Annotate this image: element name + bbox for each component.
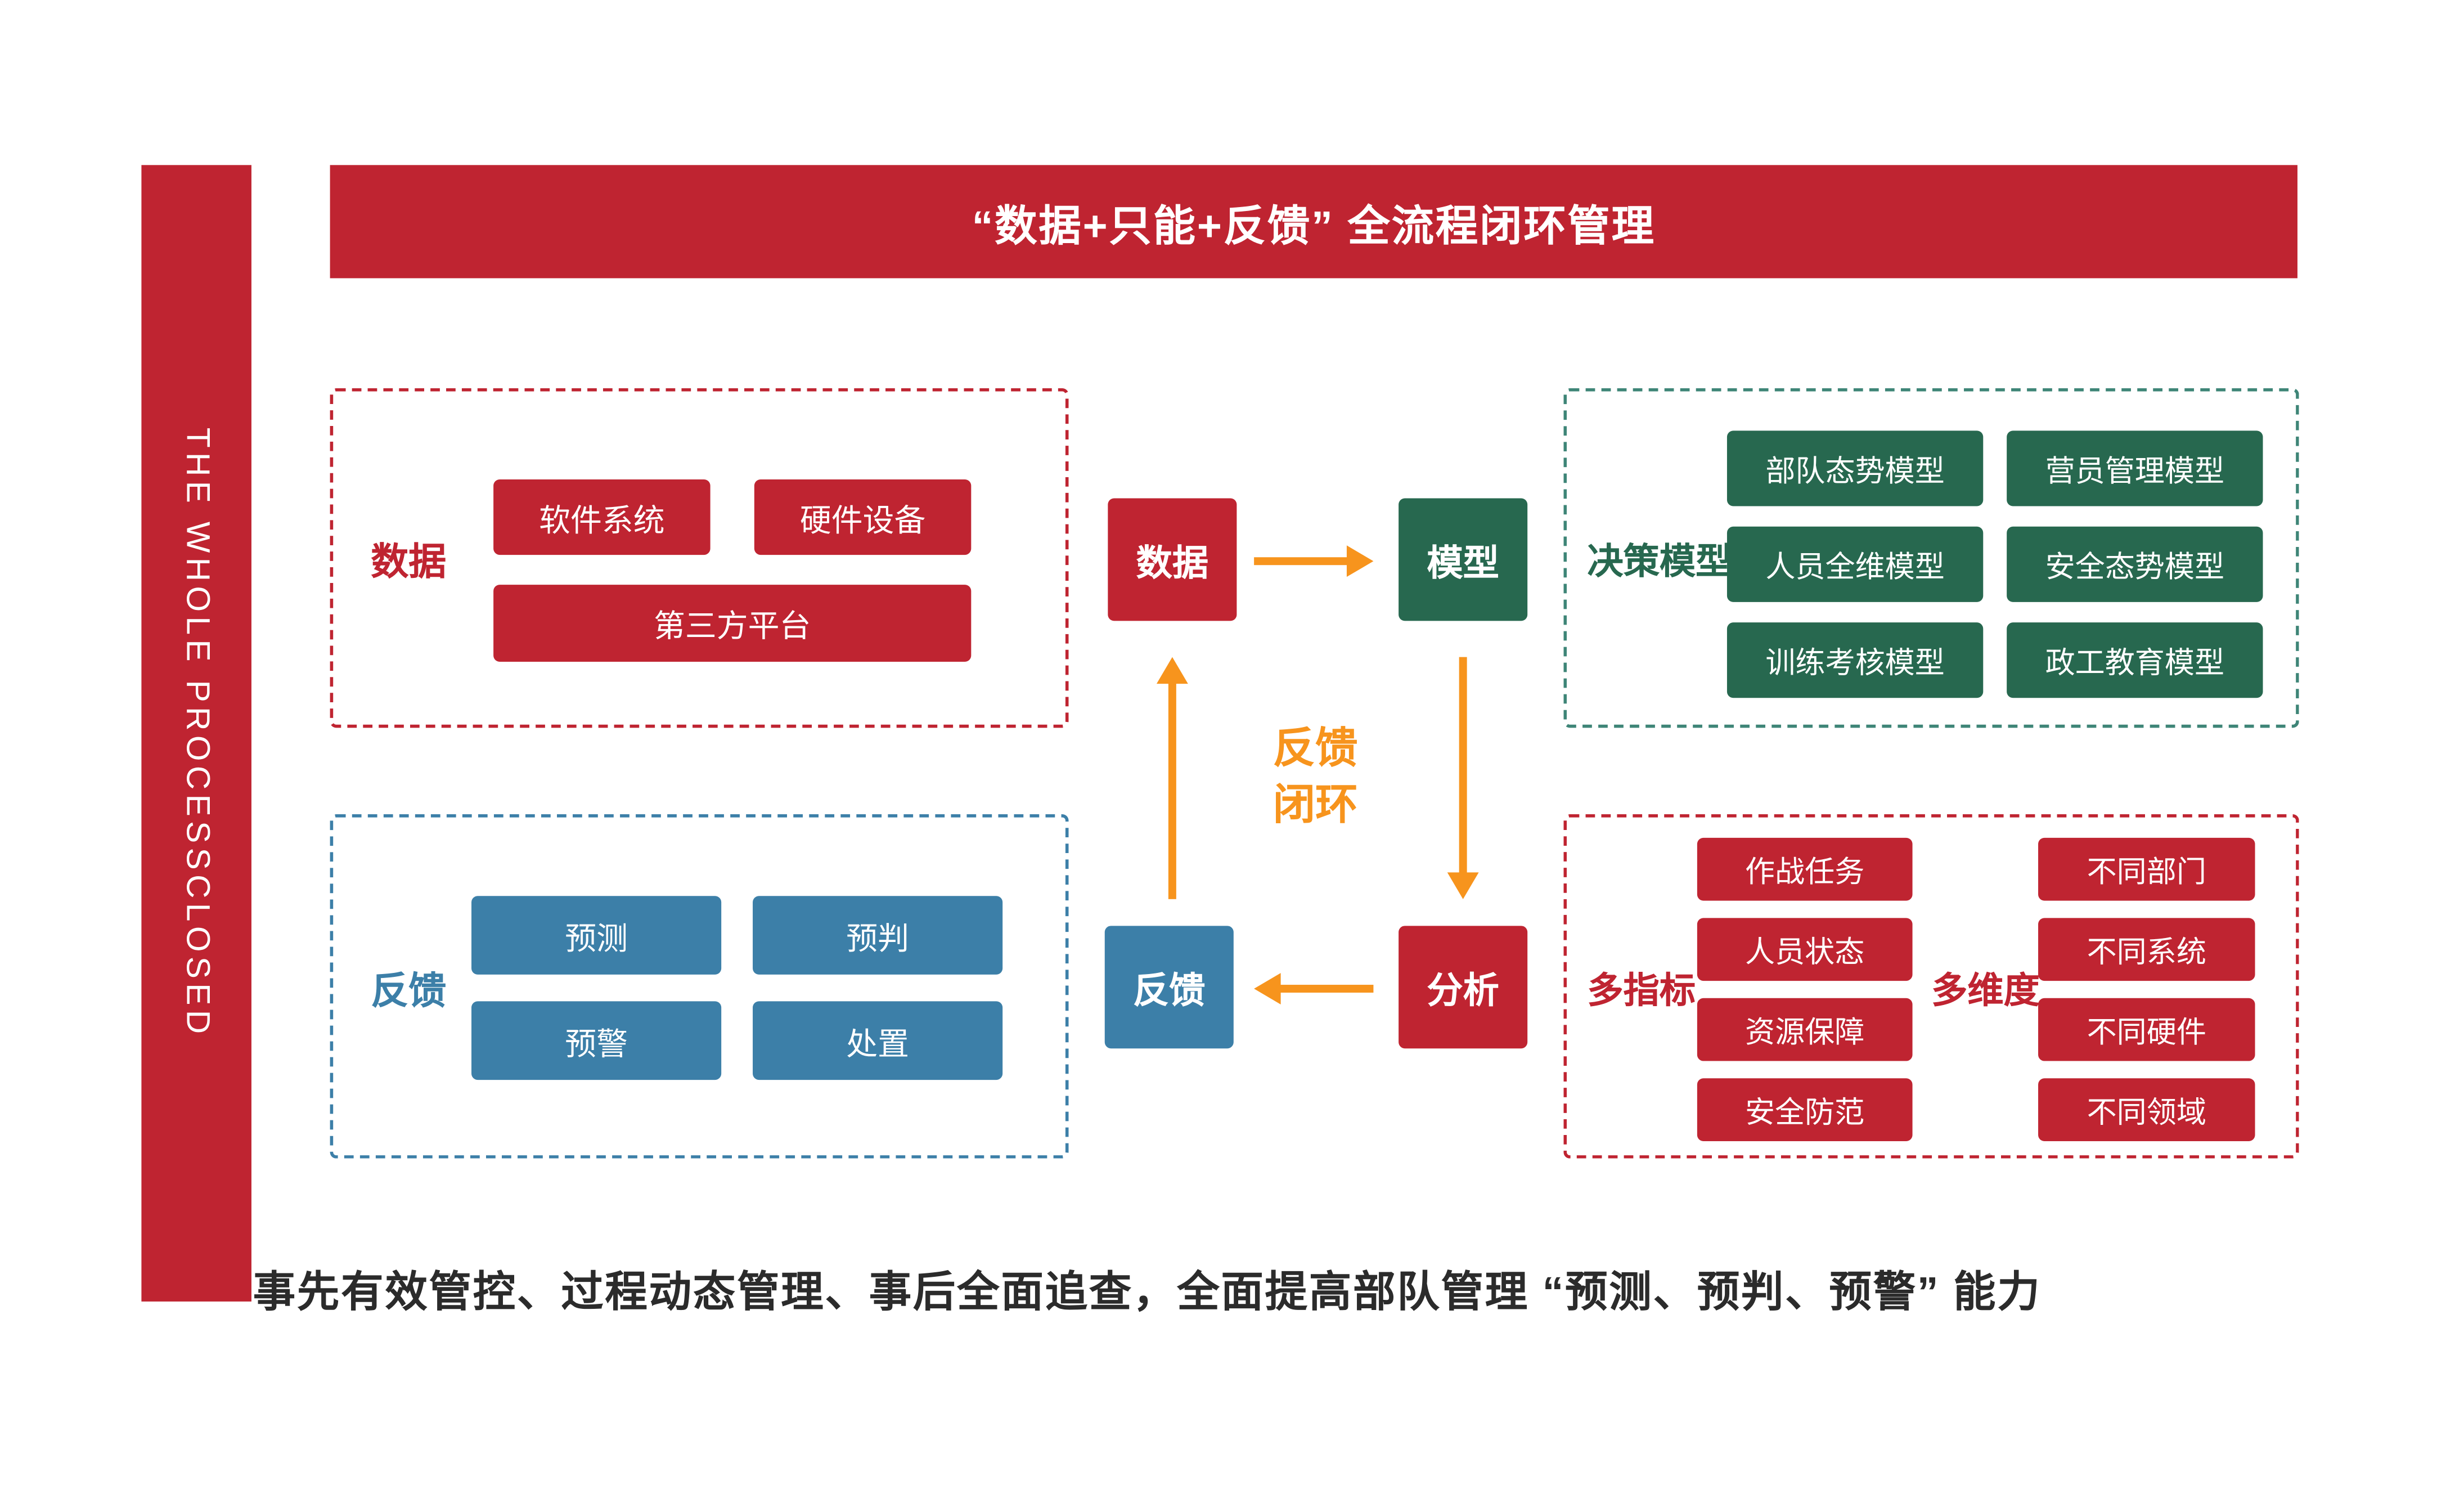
indicator-item: 资源保障	[1697, 998, 1913, 1061]
decision-model-item: 人员全维模型	[1726, 526, 1984, 602]
indicator-item: 人员状态	[1697, 918, 1913, 981]
feedback-panel-label: 反馈	[371, 970, 447, 1012]
feedback-item-predict: 预测	[471, 896, 722, 975]
arrow-shaft	[1168, 676, 1176, 899]
decision-model-panel: 决策模型 部队态势模型 营员管理模型 人员全维模型 安全态势模型 训练考核模型 …	[1563, 388, 2299, 728]
flow-node-analysis: 分析	[1399, 926, 1528, 1049]
loop-caption: 反馈 闭环	[1252, 720, 1378, 835]
multi-panel: 多指标 作战任务 人员状态 资源保障 安全防范 多维度 不同部门 不同系统 不同…	[1563, 814, 2299, 1159]
arrow-data-to-model	[1254, 545, 1374, 577]
dimension-item: 不同系统	[2038, 918, 2255, 981]
decision-model-item: 营员管理模型	[2007, 430, 2263, 506]
loop-caption-line2: 闭环	[1273, 782, 1358, 829]
footer-summary: 事先有效管控、过程动态管理、事后全面追查，全面提高部队管理 “预测、预判、预警”…	[253, 1268, 2042, 1316]
arrow-head-right-icon	[1346, 545, 1374, 577]
title-banner: “数据+只能+反馈” 全流程闭环管理	[330, 165, 2297, 279]
loop-caption-line1: 反馈	[1273, 724, 1358, 772]
arrow-model-to-analysis	[1447, 657, 1479, 899]
indicator-item: 作战任务	[1697, 837, 1913, 901]
dimension-item: 不同领域	[2038, 1078, 2255, 1142]
decision-model-item: 安全态势模型	[2007, 526, 2263, 602]
feedback-item-prejudge: 预判	[753, 896, 1003, 975]
decision-model-panel-label: 决策模型	[1587, 540, 1732, 582]
arrow-shaft	[1459, 657, 1467, 881]
title-banner-text: “数据+只能+反馈” 全流程闭环管理	[972, 201, 1656, 249]
data-source-thirdparty: 第三方平台	[493, 585, 972, 662]
arrow-shaft	[1273, 985, 1374, 993]
flow-node-model: 模型	[1399, 498, 1528, 621]
left-vertical-banner: THE WHOLE PROCESSCLOSED	[141, 165, 251, 1302]
arrow-head-up-icon	[1156, 657, 1188, 684]
feedback-panel: 反馈 预测 预判 预警 处置	[330, 814, 1069, 1159]
feedback-item-warning: 预警	[471, 1001, 722, 1080]
arrow-shaft	[1254, 557, 1355, 566]
data-source-software: 软件系统	[493, 479, 711, 555]
decision-model-item: 训练考核模型	[1726, 622, 1984, 698]
data-sources-panel-label: 数据	[371, 541, 447, 584]
dimension-item: 不同硬件	[2038, 998, 2255, 1061]
left-vertical-banner-text: THE WHOLE PROCESSCLOSED	[179, 428, 215, 1039]
arrow-analysis-to-feedback	[1254, 973, 1374, 1004]
arrow-head-left-icon	[1254, 973, 1281, 1004]
multi-dimension-label: 多维度	[1931, 969, 2040, 1010]
arrow-feedback-to-data	[1156, 657, 1188, 899]
multi-indicator-label: 多指标	[1587, 969, 1696, 1010]
decision-model-item: 政工教育模型	[2007, 622, 2263, 698]
data-sources-panel: 数据 软件系统 硬件设备 第三方平台	[330, 388, 1069, 728]
arrow-head-down-icon	[1447, 872, 1479, 899]
indicator-item: 安全防范	[1697, 1078, 1913, 1142]
flow-node-feedback: 反馈	[1104, 926, 1234, 1049]
dimension-item: 不同部门	[2038, 837, 2255, 901]
feedback-item-handle: 处置	[753, 1001, 1003, 1080]
decision-model-item: 部队态势模型	[1726, 430, 1984, 506]
flow-node-data: 数据	[1108, 498, 1237, 621]
data-source-hardware: 硬件设备	[754, 479, 972, 555]
